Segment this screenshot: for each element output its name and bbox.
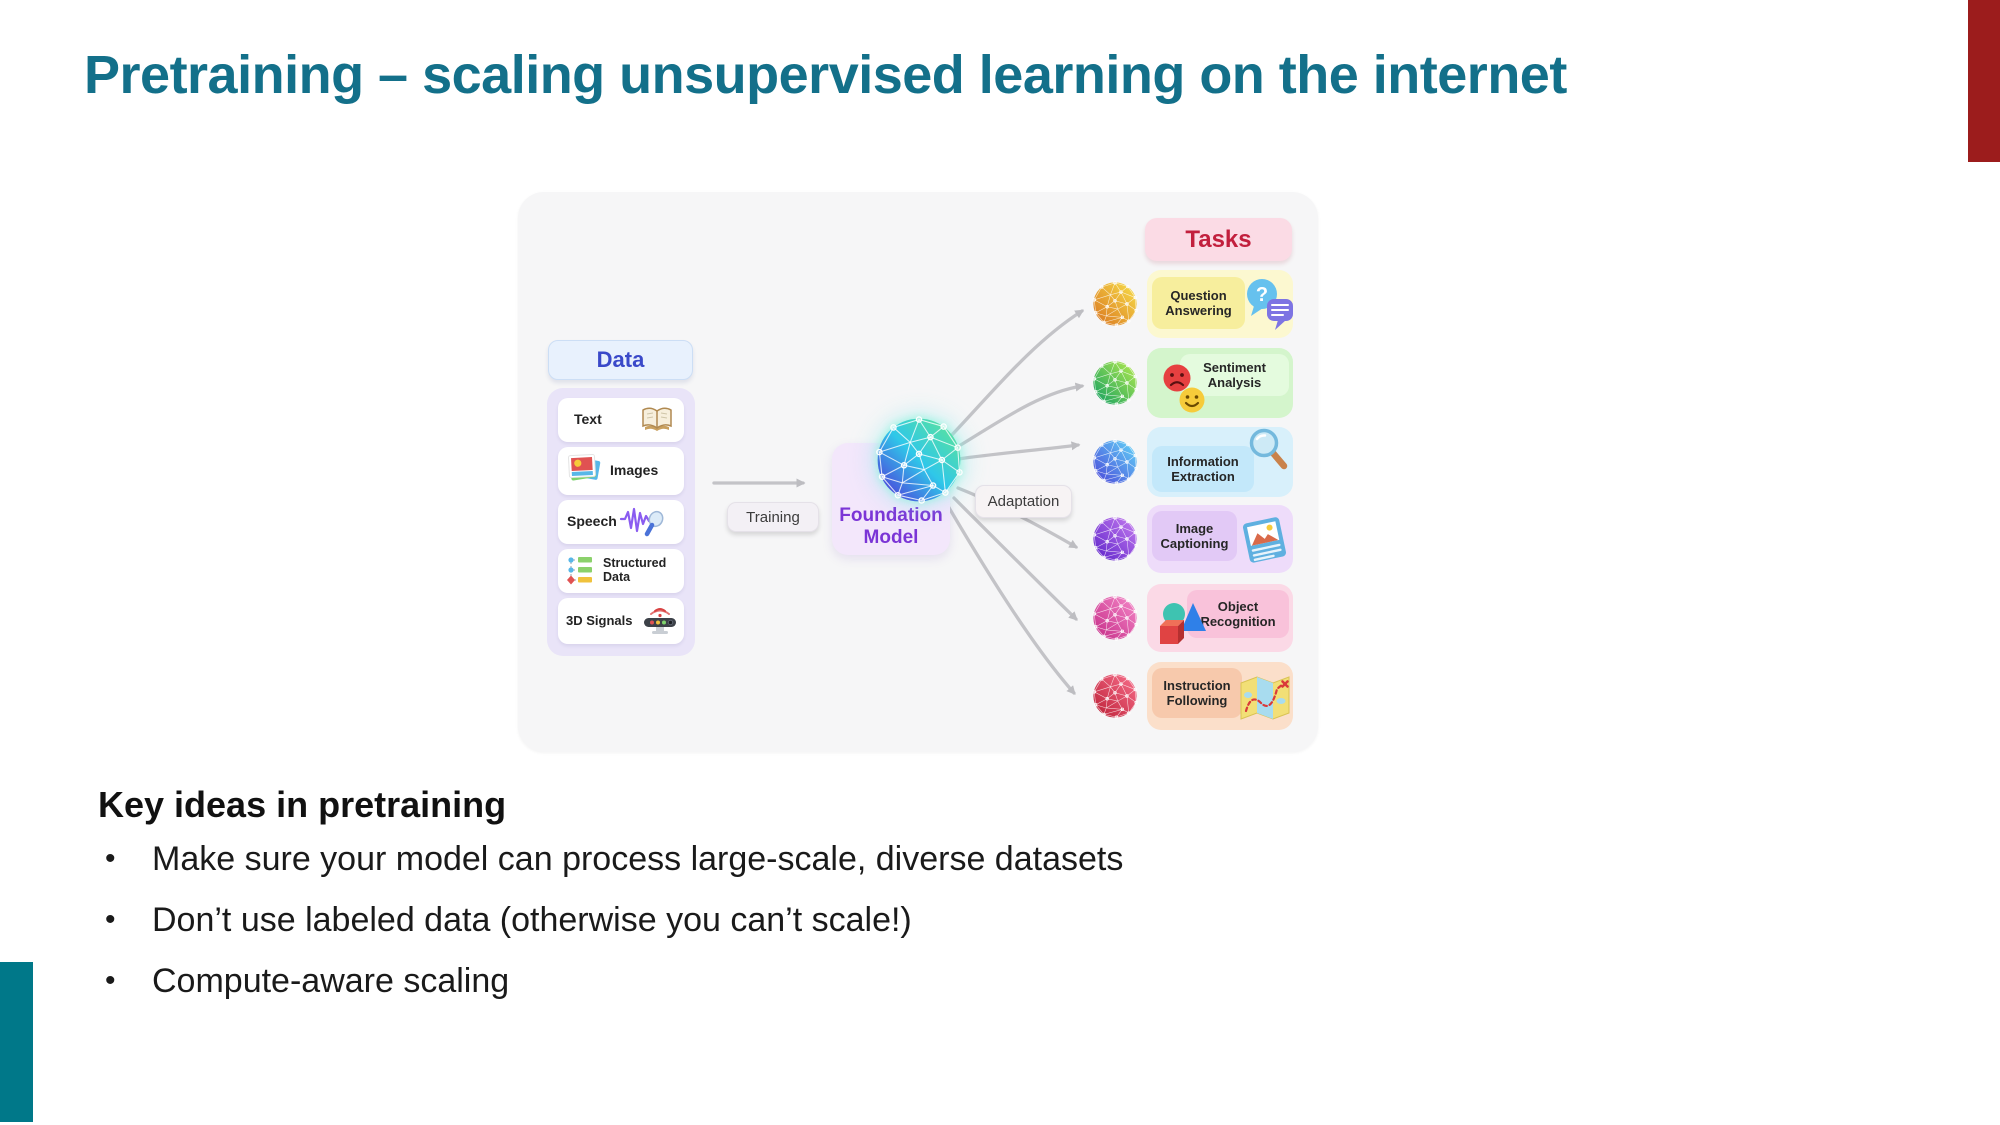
- training-label: Training: [727, 502, 819, 532]
- data-item-label: Structured Data: [603, 556, 667, 584]
- list-item: • Don’t use labeled data (otherwise you …: [98, 900, 1598, 940]
- foundation-network-sphere-icon: [875, 416, 963, 504]
- task-label: Information Extraction: [1152, 446, 1254, 492]
- waveform-mic-icon: [619, 505, 667, 540]
- emoji-faces-icon: [1160, 360, 1210, 421]
- network-sphere-icon: [1092, 281, 1138, 327]
- task-question-answering: Question Answering ?: [1147, 270, 1293, 338]
- list-item: • Compute-aware scaling: [98, 961, 1598, 1001]
- data-panel: Text: [547, 388, 695, 656]
- data-item-label: 3D Signals: [566, 612, 633, 628]
- accent-bar-bottom-left: [0, 962, 33, 1122]
- shapes-icon: [1151, 598, 1211, 655]
- task-label: Image Captioning: [1152, 511, 1237, 561]
- adaptation-arrow-2: [952, 382, 1085, 451]
- magnifier-icon: [1245, 427, 1291, 480]
- question-bubbles-icon: ?: [1242, 274, 1296, 339]
- key-ideas-heading: Key ideas in pretraining: [98, 784, 507, 825]
- data-item-label: Images: [610, 462, 659, 479]
- flowchart-icon: [566, 554, 596, 589]
- page-title: Pretraining – scaling unsupervised learn…: [84, 45, 1567, 105]
- task-information-extraction: Information Extraction: [1147, 427, 1293, 497]
- key-ideas-section: Key ideas in pretraining • Make sure you…: [98, 783, 1598, 1022]
- list-item: • Make sure your model can process large…: [98, 839, 1598, 879]
- adaptation-arrow-5: [952, 496, 1078, 621]
- tasks-panel-header: Tasks: [1145, 218, 1292, 261]
- data-item-text: Text: [558, 398, 684, 442]
- open-book-icon: [640, 405, 674, 436]
- depth-sensor-icon: [640, 602, 680, 641]
- task-image-captioning: Image Captioning: [1147, 505, 1293, 573]
- data-item-images: Images: [558, 447, 684, 495]
- foundation-model-diagram: Data Text: [518, 192, 1318, 752]
- photo-stack-icon: [564, 451, 604, 492]
- data-item-speech: Speech: [558, 500, 684, 544]
- network-sphere-icon: [1092, 516, 1138, 562]
- network-sphere-icon: [1092, 673, 1138, 719]
- svg-text:?: ?: [1256, 284, 1268, 306]
- accent-bar-top-right: [1968, 0, 2000, 162]
- task-label: Sentiment Analysis: [1180, 354, 1289, 396]
- adaptation-arrow-3: [956, 441, 1081, 461]
- adaptation-arrow-6: [946, 504, 1076, 695]
- adaptation-arrow-1: [946, 309, 1085, 441]
- bullet-glyph: •: [105, 903, 116, 936]
- key-ideas-list: • Make sure your model can process large…: [98, 839, 1598, 1001]
- task-sentiment-analysis: Sentiment Analysis: [1147, 348, 1293, 418]
- data-item-label: Text: [574, 411, 602, 428]
- task-label: Question Answering: [1152, 277, 1245, 329]
- bullet-glyph: •: [105, 842, 116, 875]
- network-sphere-icon: [1092, 360, 1138, 406]
- photo-card-icon: [1237, 512, 1291, 573]
- map-route-icon: [1237, 673, 1293, 728]
- network-sphere-icon: [1092, 595, 1138, 641]
- task-object-recognition: Object Recognition: [1147, 584, 1293, 652]
- network-sphere-icon: [1092, 439, 1138, 485]
- data-panel-header: Data: [548, 340, 693, 380]
- task-instruction-following: Instruction Following: [1147, 662, 1293, 730]
- adaptation-label: Adaptation: [975, 485, 1072, 518]
- data-item-3d-signals: 3D Signals: [558, 598, 684, 644]
- task-label: Instruction Following: [1152, 668, 1242, 718]
- foundation-model-label: Foundation Model: [839, 505, 943, 548]
- bullet-glyph: •: [105, 964, 116, 997]
- data-item-structured-data: Structured Data: [558, 549, 684, 593]
- task-label: Object Recognition: [1187, 590, 1289, 638]
- data-item-label: Speech: [567, 513, 617, 530]
